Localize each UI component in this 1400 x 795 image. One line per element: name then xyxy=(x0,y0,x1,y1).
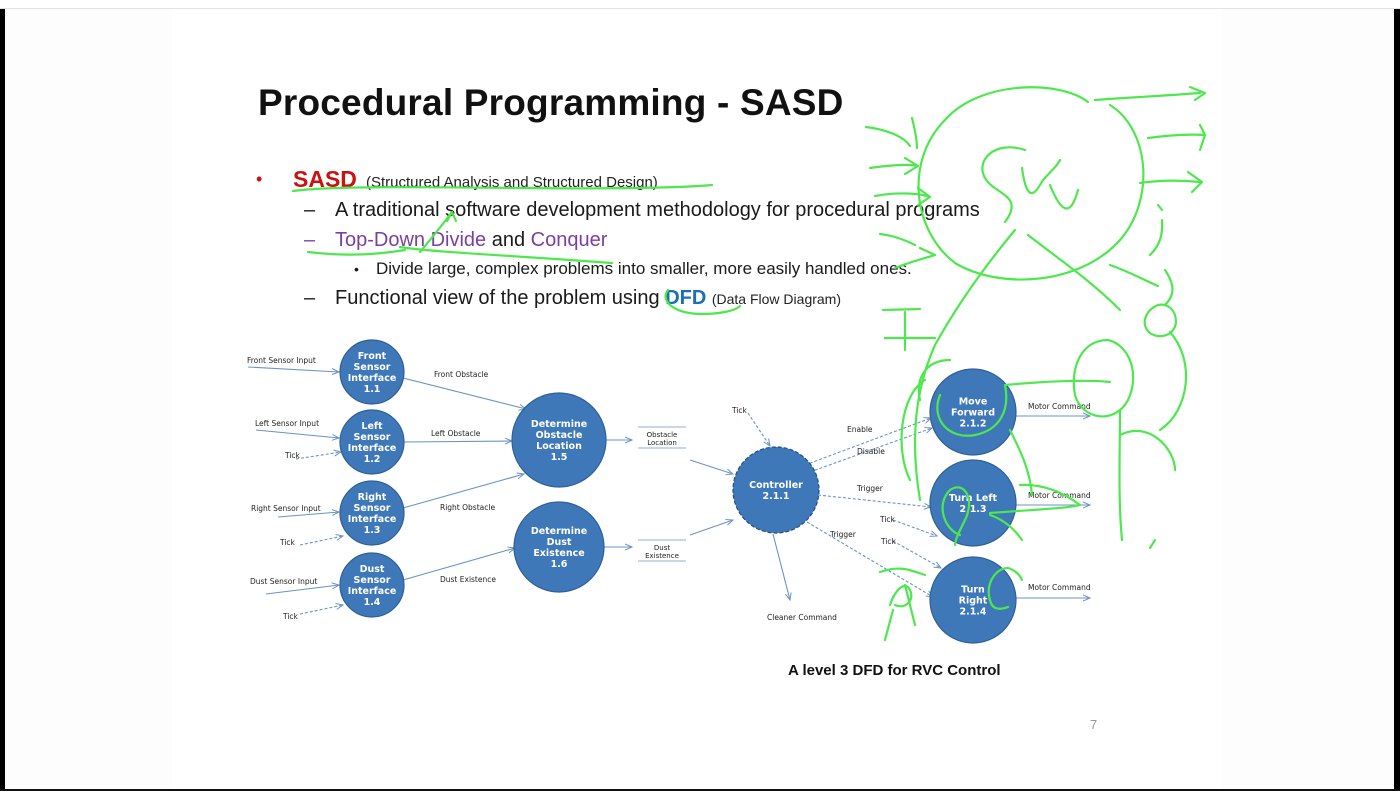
diagram-caption: A level 3 DFD for RVC Control xyxy=(788,662,1001,679)
dash-marker: – xyxy=(304,287,316,309)
bullet-text: Functional view of the problem using DFD… xyxy=(335,287,841,310)
sub-bullet-marker: • xyxy=(354,261,359,277)
dash-marker: – xyxy=(304,229,316,251)
dash-marker: – xyxy=(304,199,316,221)
sasd-term: SASD xyxy=(293,166,357,192)
functional-view-text: Functional view of the problem using xyxy=(335,287,666,309)
letterbox-left xyxy=(0,9,5,791)
window-top-strip xyxy=(0,0,1400,9)
bullet-text: Top-Down Divide and Conquer xyxy=(335,229,607,252)
top-down-divide-term: Top-Down Divide xyxy=(335,229,487,251)
letterbox-right xyxy=(1394,9,1400,791)
dfd-expansion: (Data Flow Diagram) xyxy=(711,291,841,307)
bullet-marker: • xyxy=(256,169,263,189)
dfd-term: DFD xyxy=(665,287,707,309)
bottom-border xyxy=(0,789,1400,791)
slide-title: Procedural Programming - SASD xyxy=(258,82,844,123)
conquer-term: Conquer xyxy=(530,229,608,251)
bottom-strip xyxy=(0,791,1400,795)
slide-canvas xyxy=(172,9,1222,789)
page-number: 7 xyxy=(1090,717,1098,732)
sasd-expansion: (Structured Analysis and Structured Desi… xyxy=(366,174,658,191)
and-text: and xyxy=(486,229,531,251)
bullet-text: A traditional software development metho… xyxy=(335,199,980,221)
bullet-text: Divide large, complex problems into smal… xyxy=(376,259,912,278)
